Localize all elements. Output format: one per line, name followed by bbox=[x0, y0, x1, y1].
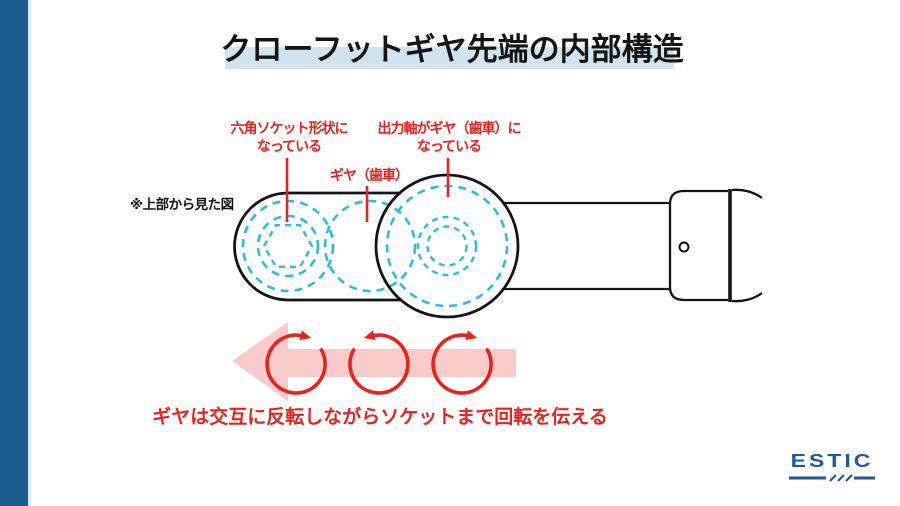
label-hex-socket-line1: 六角ソケット形状に bbox=[230, 121, 349, 137]
collar-outline bbox=[668, 189, 728, 302]
left-accent-bar bbox=[0, 0, 28, 506]
estic-logo-underline bbox=[789, 474, 875, 482]
label-gear: ギヤ（歯車） bbox=[330, 168, 409, 184]
output-shaft-inner-circle bbox=[426, 225, 468, 267]
left-accent-strip bbox=[28, 0, 31, 506]
handle-cutoff-top bbox=[731, 188, 763, 199]
label-output-shaft-line2: なっている bbox=[416, 139, 482, 155]
page-title: クローフットギヤ先端の内部構造 bbox=[220, 32, 684, 68]
pin-hole bbox=[678, 241, 690, 253]
rotation-arrow-cw-right bbox=[431, 330, 493, 395]
handle-cutoff-bottom bbox=[731, 292, 763, 303]
label-hex-socket: 六角ソケット形状に なっている bbox=[230, 120, 349, 156]
estic-logo: ESTIC bbox=[788, 450, 876, 483]
view-note: ※上部から見た図 bbox=[130, 197, 234, 213]
direction-arrow bbox=[232, 322, 516, 401]
label-output-shaft-line1: 出力軸がギヤ（歯車）に bbox=[377, 121, 522, 137]
caption-text: ギヤは交互に反転しながらソケットまで回転を伝える bbox=[152, 406, 608, 428]
output-shaft-outer-circle bbox=[416, 215, 478, 277]
title-highlight bbox=[225, 47, 674, 69]
claw-foot-outline bbox=[233, 191, 401, 302]
estic-logo-text: ESTIC bbox=[790, 450, 874, 472]
hex-socket-shape bbox=[262, 223, 314, 268]
idler-gear-circle bbox=[323, 199, 417, 293]
label-hex-socket-line2: なっている bbox=[256, 139, 322, 155]
rotation-arrow-ccw-middle bbox=[348, 330, 410, 395]
rotation-arrow-cw-left bbox=[265, 330, 327, 395]
output-gear-circle bbox=[385, 184, 509, 308]
label-output-shaft: 出力軸がギヤ（歯車）に なっている bbox=[377, 120, 522, 156]
